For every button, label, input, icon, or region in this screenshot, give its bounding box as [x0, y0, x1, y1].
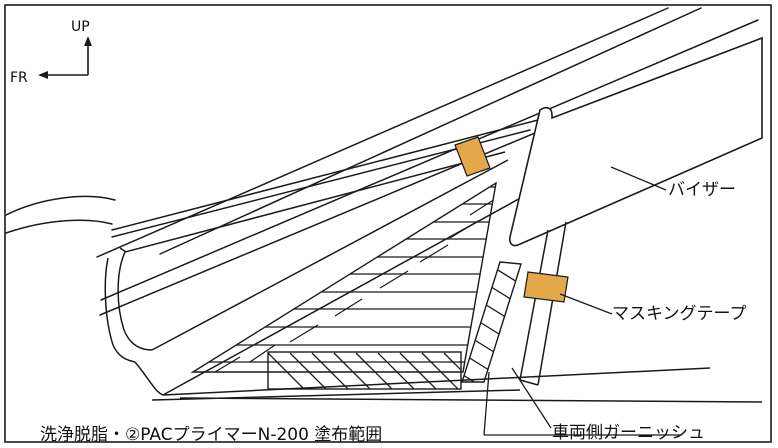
orientation-arrows	[46, 44, 89, 76]
masking-tape-upper	[454, 136, 491, 177]
visor-label: バイザー	[668, 180, 736, 200]
hatched-triangle	[190, 181, 497, 373]
masking-tape-lower	[523, 271, 569, 303]
masking-tape-label: マスキングテープ	[612, 304, 746, 324]
garnish-strip	[519, 221, 567, 386]
front-arrowhead	[38, 71, 48, 79]
beltline	[134, 167, 763, 403]
diagram-frame	[4, 4, 772, 443]
leader-lines	[483, 166, 680, 436]
up-label: UP	[71, 19, 90, 35]
visor	[509, 36, 763, 247]
front-label: FR	[10, 70, 28, 86]
cleaning-area-label: 洗浄脱脂・②PACプライマーN-200 塗布範囲	[40, 424, 382, 445]
up-arrowhead	[84, 36, 92, 46]
garnish-label: 車両側ガーニッシュ	[552, 423, 705, 443]
glass-edge	[104, 151, 509, 363]
hatched-rectangle	[267, 351, 462, 390]
